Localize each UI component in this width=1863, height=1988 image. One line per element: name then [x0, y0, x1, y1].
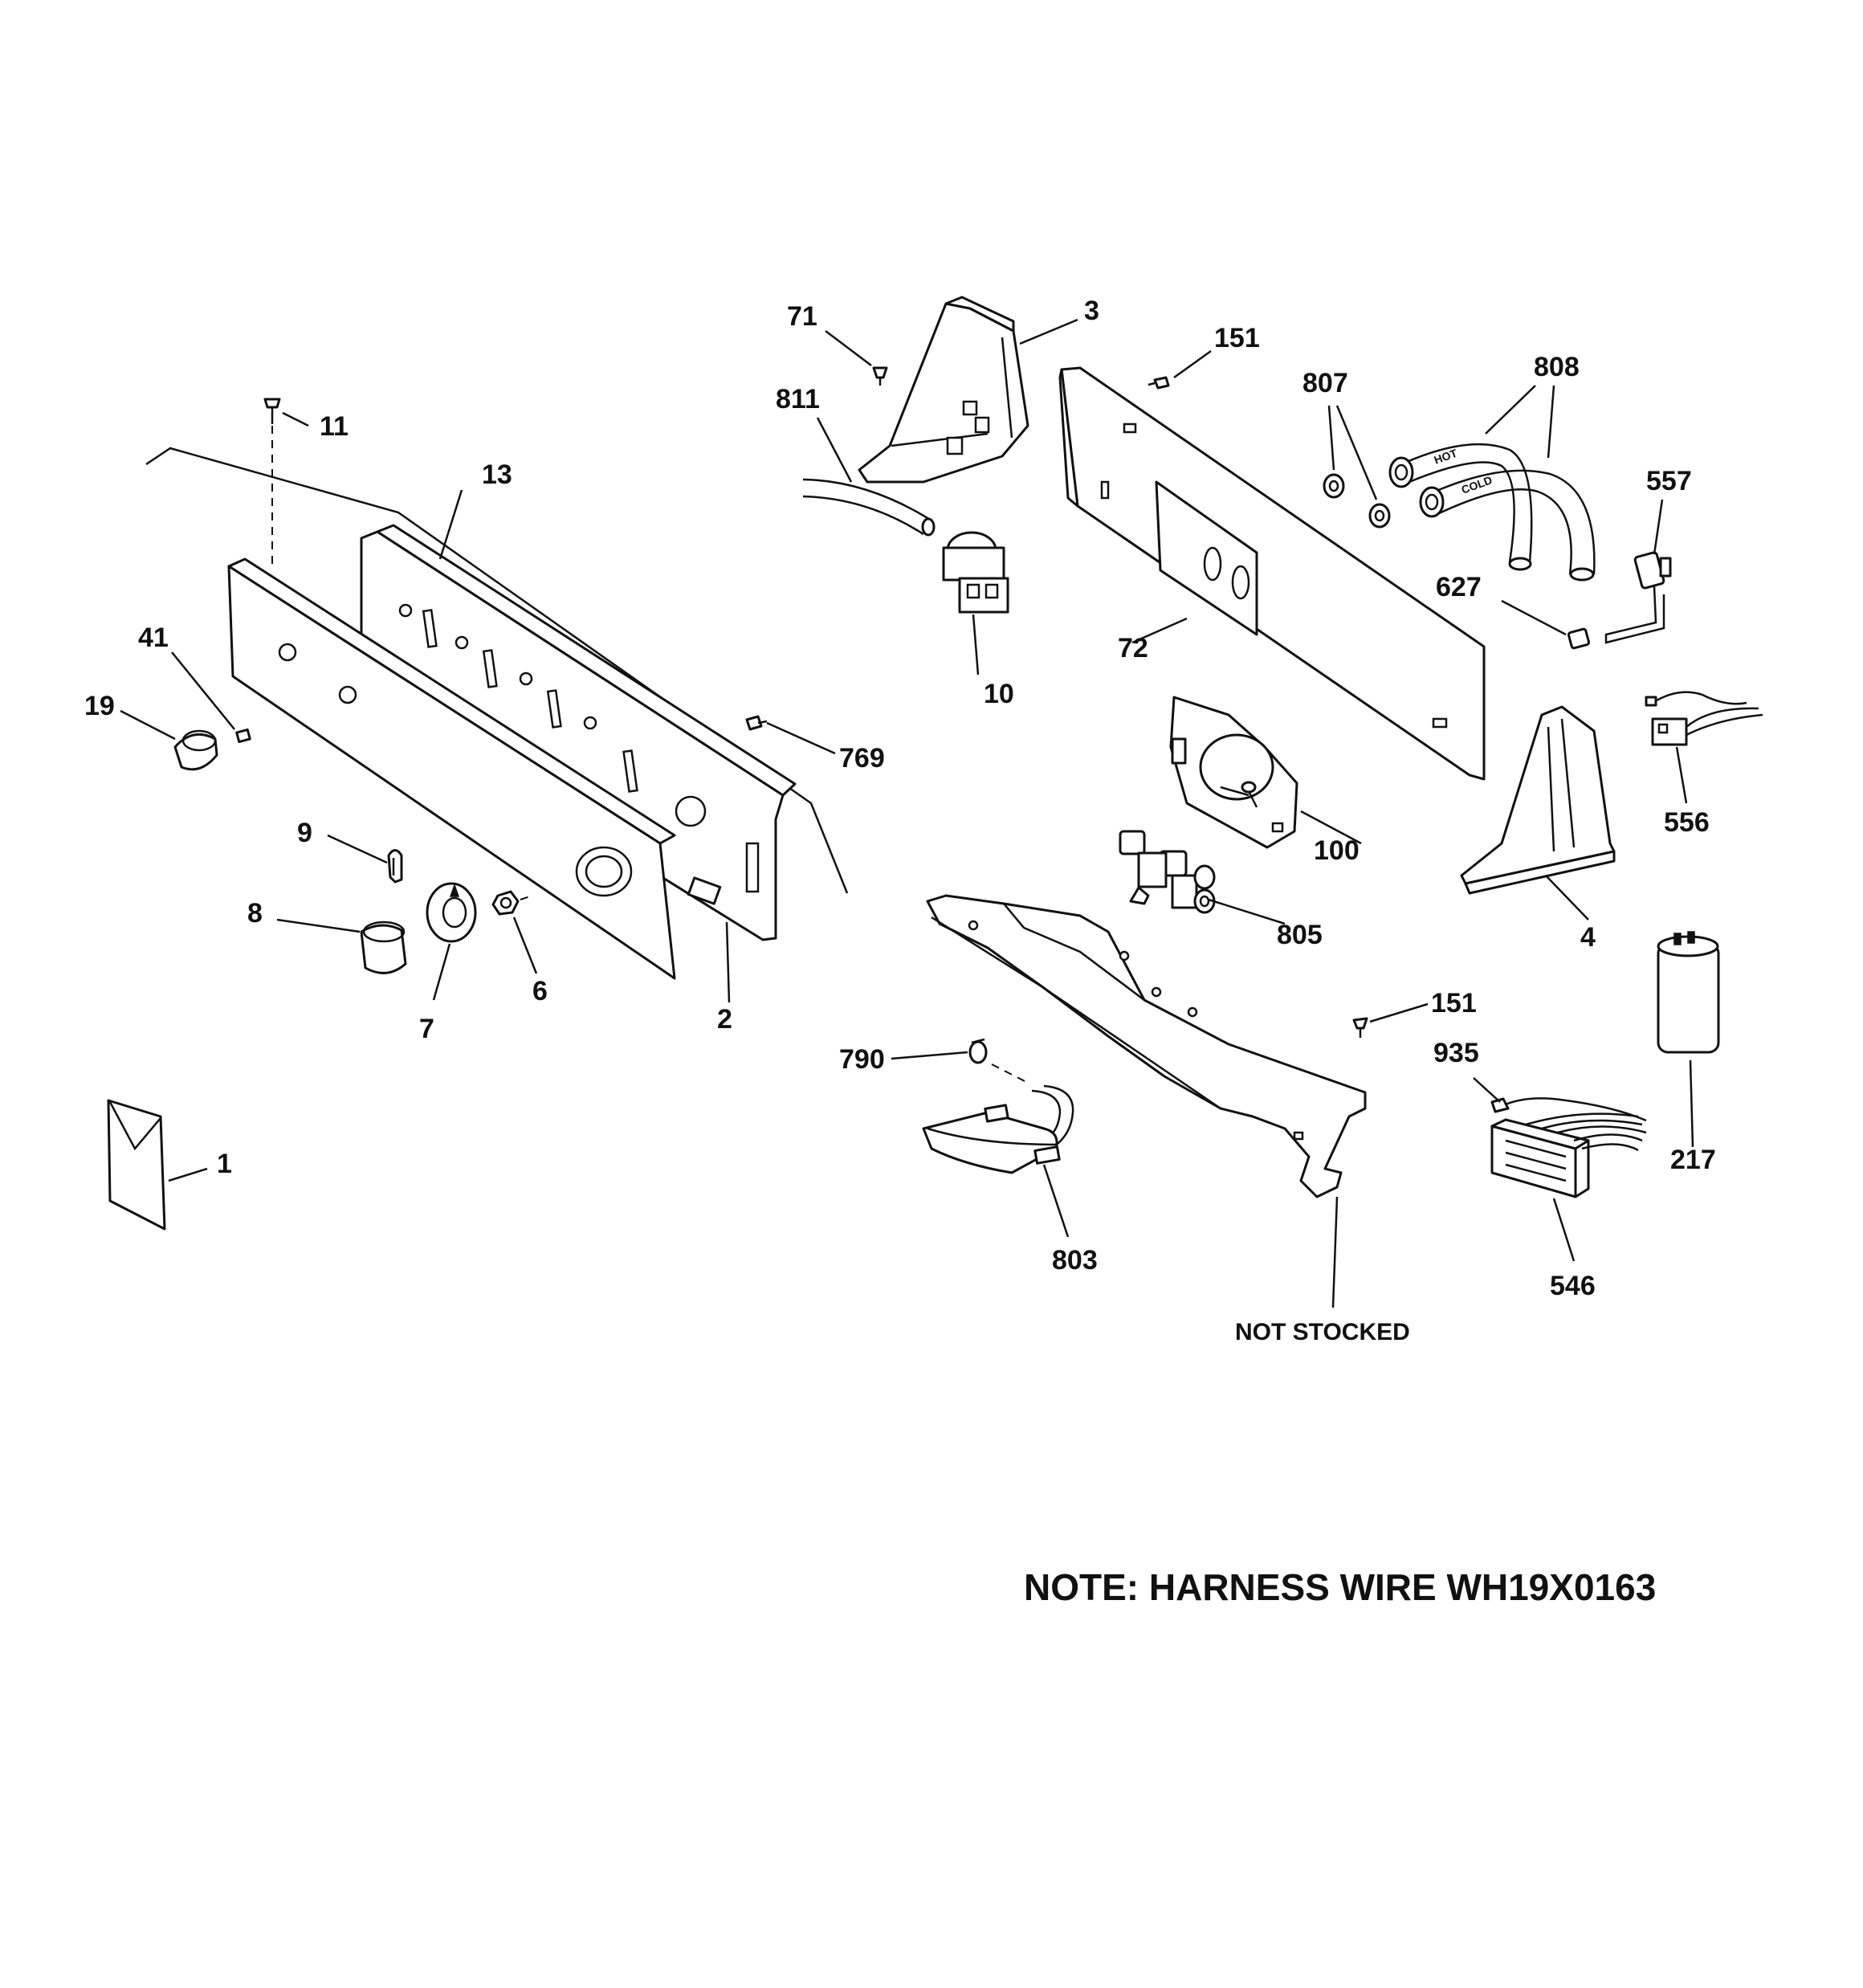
leader-lines — [120, 318, 1694, 1308]
label-72: 72 — [1118, 633, 1148, 663]
label-151-bottom: 151 — [1431, 988, 1477, 1018]
label-10: 10 — [984, 679, 1014, 709]
screw-151-top — [1148, 376, 1170, 390]
label-41: 41 — [138, 623, 169, 653]
screw-71 — [872, 366, 888, 386]
label-627: 627 — [1436, 572, 1482, 602]
harness-wire-note: NOTE: HARNESS WIRE WH19X0163 — [1024, 1566, 1656, 1608]
fill-hoses-808: HOT COLD — [1388, 443, 1596, 582]
label-1: 1 — [217, 1149, 232, 1179]
wire-935 — [1490, 1097, 1647, 1122]
nut-6 — [491, 890, 531, 916]
screw-11 — [263, 398, 281, 564]
panel-bracket-13 — [360, 524, 797, 941]
label-546: 546 — [1550, 1271, 1596, 1301]
label-7: 7 — [419, 1014, 434, 1044]
label-556: 556 — [1664, 807, 1710, 838]
label-100: 100 — [1314, 835, 1360, 866]
panel-reference-line — [145, 447, 849, 894]
label-790: 790 — [839, 1044, 885, 1075]
water-valve-805 — [1119, 830, 1216, 914]
label-3: 3 — [1084, 296, 1099, 326]
label-19: 19 — [84, 691, 115, 721]
front-panel-2 — [227, 557, 676, 980]
label-805: 805 — [1277, 920, 1323, 950]
label-803: 803 — [1052, 1245, 1098, 1276]
label-935: 935 — [1433, 1038, 1479, 1068]
end-cap-bracket-3 — [858, 296, 1029, 484]
shroud-not-stocked — [926, 894, 1367, 1198]
harness-connector-546 — [1490, 1112, 1647, 1198]
label-13: 13 — [482, 459, 512, 490]
bushing-627 — [1567, 627, 1591, 650]
label-6: 6 — [532, 976, 548, 1006]
part-labels: 71 3 811 10 151 807 808 557 627 72 556 1… — [84, 296, 1716, 1345]
label-557: 557 — [1646, 466, 1692, 496]
screw-769 — [745, 715, 768, 731]
envelope-1 — [107, 1099, 166, 1231]
end-cap-bracket-4 — [1460, 705, 1616, 895]
label-151-top: 151 — [1214, 323, 1260, 353]
hose-811 — [802, 478, 936, 537]
connector-556 — [1645, 691, 1763, 746]
clamp-790 — [968, 1038, 1029, 1084]
insert-41 — [235, 728, 251, 744]
label-71: 71 — [787, 301, 817, 332]
label-2: 2 — [717, 1004, 732, 1035]
screw-151-bottom — [1352, 1017, 1368, 1038]
timer-100 — [1169, 696, 1298, 849]
label-8: 8 — [247, 898, 263, 929]
label-4: 4 — [1580, 922, 1596, 953]
backsplash-72 — [1058, 366, 1486, 781]
knob-19 — [173, 729, 218, 771]
label-807: 807 — [1302, 368, 1348, 398]
knob-8 — [360, 921, 407, 974]
hose-bracket-803 — [922, 1084, 1074, 1174]
label-769: 769 — [839, 743, 885, 774]
not-stocked-label: NOT STOCKED — [1235, 1319, 1410, 1345]
dial-7 — [426, 882, 477, 943]
label-9: 9 — [297, 818, 312, 848]
clip-9 — [387, 849, 403, 884]
capacitor-217 — [1657, 931, 1720, 1054]
label-11: 11 — [320, 411, 349, 442]
washer-807 — [1323, 473, 1391, 529]
pressure-switch-10 — [942, 531, 1009, 614]
label-217: 217 — [1670, 1145, 1716, 1175]
label-811: 811 — [776, 384, 820, 414]
hose-mark-hot: HOT — [1433, 447, 1460, 467]
lid-switch-557 — [1604, 551, 1672, 644]
label-808: 808 — [1534, 352, 1580, 382]
